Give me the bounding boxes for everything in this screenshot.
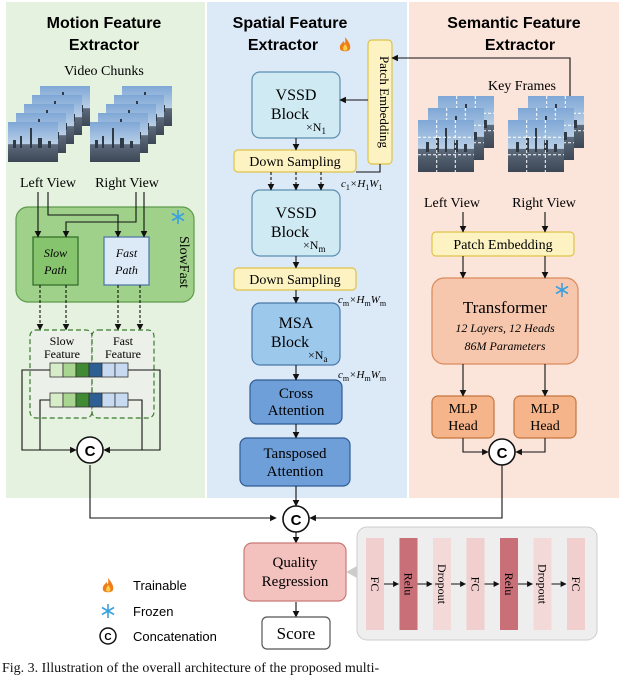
transposed-attention-line1: Tansposed <box>263 446 327 462</box>
svg-text:C: C <box>85 443 96 460</box>
cross-attention-line2: Attention <box>268 403 325 419</box>
feature-to-concat-arrows <box>21 369 277 522</box>
layer-fc-7 <box>567 538 585 630</box>
slow-path-box <box>32 236 79 286</box>
architecture-diagram: Motion Feature Extractor Video Chunks Le… <box>6 2 619 650</box>
slow-path-label-line1: Slow <box>44 246 67 260</box>
semantic-title-line2: Extractor <box>485 37 555 54</box>
quality-regression-line1: Quality <box>273 555 318 571</box>
legend-concatenation-label: Concatenation <box>133 629 217 644</box>
cross-attention-line1: Cross <box>279 386 313 402</box>
transposed-attention-line2: Attention <box>267 464 324 480</box>
layer-label-4: FC <box>469 577 483 592</box>
mlp-head-1-line1: MLP <box>449 402 478 417</box>
layer-fc-1 <box>366 538 384 630</box>
semantic-right-view-label: Right View <box>512 196 577 211</box>
mlp-head-2-line1: MLP <box>531 402 560 417</box>
dim-label-1: c1×H1W1 <box>341 178 382 192</box>
mlp-head-2-line2: Head <box>530 419 560 434</box>
vssd-block-2-line1: VSSD <box>276 205 317 222</box>
semantic-patch-embedding-box <box>431 231 575 257</box>
spatial-dashed-arrows <box>267 172 325 191</box>
quality-regression-line2: Regression <box>262 574 329 590</box>
legend-trainable-label: Trainable <box>133 578 187 593</box>
fast-path-label-line2: Path <box>114 263 138 277</box>
down-sampling-1-label: Down Sampling <box>249 155 340 170</box>
svg-text:C: C <box>104 632 111 643</box>
regression-layers: FC Relu Dropout FC Relu Dropout FC <box>366 538 585 630</box>
semantic-title-line1: Semantic Feature <box>447 15 580 32</box>
fast-feature-label-line2: Feature <box>105 347 141 361</box>
feature-vector-1 <box>49 362 129 378</box>
transformer-detail-2: 86M Parameters <box>465 339 546 353</box>
path-to-feature-arrows <box>36 285 144 331</box>
layer-label-6: Dropout <box>536 564 550 605</box>
fast-path-box <box>103 236 150 286</box>
fast-path-label-line1: Fast <box>115 246 138 260</box>
layer-dropout-6 <box>533 538 552 630</box>
msa-block-mult: ×Na <box>308 348 327 364</box>
slowfast-label: SlowFast <box>176 236 191 288</box>
dim-label-3: cm×HmWm <box>338 369 387 383</box>
msa-block-line1: MSA <box>279 315 314 332</box>
dim-label-2: cm×HmWm <box>338 294 387 308</box>
transformer-label: Transformer <box>463 298 548 317</box>
spatial-title-line1: Spatial Feature <box>233 15 348 32</box>
score-label: Score <box>277 624 316 643</box>
view-to-path-arrows <box>34 192 148 238</box>
mlp-head-1-line2: Head <box>448 419 478 434</box>
spatial-title-line2: Extractor <box>248 37 318 54</box>
vssd-block-1-mult: ×N1 <box>306 120 326 136</box>
vssd-block-1-line2: Block <box>271 106 309 123</box>
slow-path-label-line2: Path <box>43 263 67 277</box>
layer-dropout-3 <box>433 538 451 630</box>
vssd-block-1 <box>251 71 341 139</box>
semantic-concat-node: C <box>488 438 516 466</box>
final-concat-node: C <box>282 505 310 533</box>
legend-trainable-icon <box>102 578 114 593</box>
layer-label-5: Relu <box>502 573 516 596</box>
video-chunks-label: Video Chunks <box>64 64 144 79</box>
layer-relu-5 <box>500 538 518 630</box>
slow-feature-label-line1: Slow <box>50 334 75 348</box>
legend-concat-icon: C <box>99 627 117 645</box>
fast-feature-label-line1: Fast <box>113 334 134 348</box>
spatial-patch-embedding-label: Patch Embedding <box>377 56 392 149</box>
spatial-flow-arrows <box>292 54 571 507</box>
transformer-block <box>431 277 579 365</box>
motion-title-line1: Motion Feature <box>47 15 162 32</box>
slow-feature-label-line2: Feature <box>44 347 80 361</box>
key-frames-label: Key Frames <box>488 79 556 94</box>
feature-vector-2 <box>49 392 129 408</box>
layer-label-2: Relu <box>402 573 416 596</box>
layer-label-7: FC <box>569 577 583 592</box>
transformer-detail-1: 12 Layers, 12 Heads <box>455 321 555 335</box>
semantic-left-view-label: Left View <box>424 196 481 211</box>
down-sampling-2-label: Down Sampling <box>249 273 340 288</box>
semantic-flow-arrows <box>309 212 549 522</box>
layer-fc-4 <box>466 538 485 630</box>
layer-label-3: Dropout <box>435 564 449 605</box>
vssd-block-2 <box>251 189 341 257</box>
msa-block-line2: Block <box>271 334 309 351</box>
quality-regression-block <box>243 542 347 602</box>
legend-frozen-icon <box>101 603 115 619</box>
vssd-block-2-line2: Block <box>271 224 309 241</box>
motion-title-line2: Extractor <box>69 37 139 54</box>
layer-label-1: FC <box>368 577 382 592</box>
layer-relu-2 <box>399 538 418 630</box>
panel-pointer <box>346 566 357 578</box>
motion-concat-node: C <box>76 436 104 464</box>
semantic-patch-embedding-label: Patch Embedding <box>453 238 552 253</box>
figure-caption: Fig. 3. Illustration of the overall arch… <box>2 661 380 676</box>
svg-text:C: C <box>497 445 508 462</box>
motion-left-view-label: Left View <box>20 176 77 191</box>
vssd-block-2-mult: ×Nm <box>303 238 325 254</box>
motion-right-view-label: Right View <box>95 176 160 191</box>
legend-frozen-label: Frozen <box>133 604 173 619</box>
score-box <box>261 616 331 650</box>
vssd-block-1-line1: VSSD <box>276 87 317 104</box>
svg-text:C: C <box>291 512 302 529</box>
